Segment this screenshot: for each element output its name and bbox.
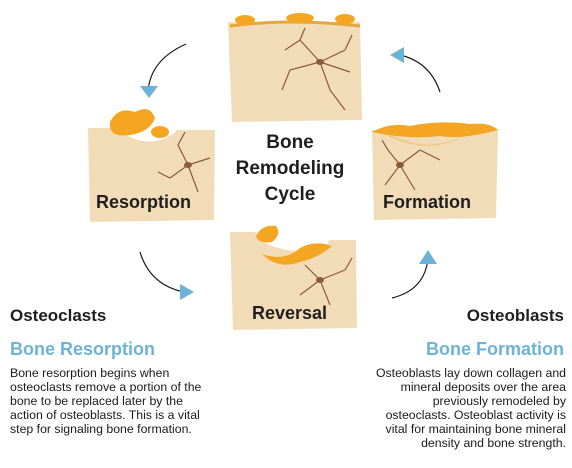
resorption-line: step for signaling bone formation.	[10, 422, 280, 436]
arrowhead-bottom	[180, 284, 194, 300]
stage-label-resorption: Resorption	[96, 192, 191, 213]
formation-line: density and bone strength.	[296, 436, 566, 450]
stage-label-reversal: Reversal	[252, 303, 327, 324]
cycle-title-line2: Remodeling	[225, 156, 355, 182]
formation-description: Osteoblasts lay down collagen and minera…	[296, 366, 566, 450]
arrow-top-to-left	[148, 44, 186, 92]
cycle-title-line3: Cycle	[225, 182, 355, 208]
bone-formation-heading: Bone Formation	[426, 339, 564, 360]
osteoblasts-heading: Osteoblasts	[467, 306, 564, 326]
resorption-line: osteoclasts remove a portion of the	[10, 380, 280, 394]
formation-line: mineral deposits over the area	[296, 380, 566, 394]
arrowhead-left	[140, 86, 158, 98]
resorption-line: Bone resorption begins when	[10, 366, 280, 380]
arrow-right-to-top	[400, 55, 440, 92]
formation-line: osteoclasts. Osteoblast activity is	[296, 408, 566, 422]
formation-line: vital for maintaining bone mineral	[296, 422, 566, 436]
osteoclasts-heading: Osteoclasts	[10, 306, 106, 326]
resting-bone-block	[228, 13, 362, 122]
stage-label-formation: Formation	[383, 192, 471, 213]
cycle-title-line1: Bone	[225, 130, 355, 156]
formation-line: Osteoblasts lay down collagen and	[296, 366, 566, 380]
bone-resorption-heading: Bone Resorption	[10, 339, 155, 360]
arrowhead-top	[390, 47, 404, 63]
resorption-line: bone to be replaced later by the	[10, 394, 280, 408]
arrow-left-to-bottom	[140, 252, 184, 292]
resorption-line: action of osteoblasts. This is a vital	[10, 408, 280, 422]
cycle-title: Bone Remodeling Cycle	[225, 130, 355, 208]
formation-line: previously remodeled by	[296, 394, 566, 408]
resorption-description: Bone resorption begins when osteoclasts …	[10, 366, 280, 436]
arrowhead-right	[419, 250, 437, 264]
